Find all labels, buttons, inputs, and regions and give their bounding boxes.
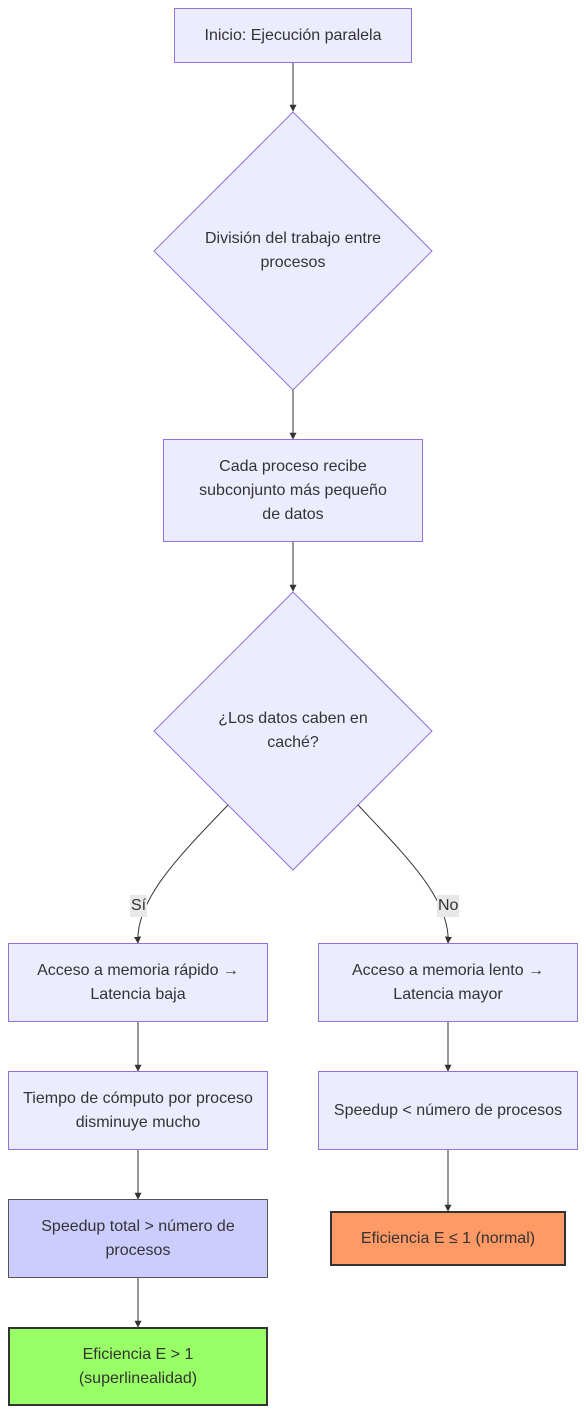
node-slow: Acceso a memoria lento → Latencia mayor — [318, 943, 578, 1022]
node-speedup-less: Speedup < número de procesos — [318, 1071, 578, 1150]
node-start: Inicio: Ejecución paralela — [174, 8, 412, 63]
node-speedup-total: Speedup total > número de procesos — [8, 1199, 268, 1278]
diamond-fit-shape — [153, 591, 433, 871]
node-subset: Cada proceso recibe subconjunto más pequ… — [163, 439, 423, 542]
node-fit-label: ¿Los datos caben en caché? — [218, 710, 368, 751]
edge-label-yes: Sí — [130, 895, 148, 917]
node-compute: Tiempo de cómputo por proceso disminuye … — [8, 1071, 268, 1150]
node-eff-normal: Eficiencia E ≤ 1 (normal) — [330, 1211, 566, 1266]
edge-fit-fast — [134, 804, 229, 944]
node-eff-super: Eficiencia E > 1 (superlinealidad) — [8, 1327, 268, 1406]
node-fast: Acceso a memoria rápido → Latencia baja — [8, 943, 268, 1022]
edge-label-no: No — [437, 895, 460, 917]
edge-fit-slow — [357, 804, 452, 944]
node-split-label: División del trabajo entre procesos — [204, 230, 382, 271]
